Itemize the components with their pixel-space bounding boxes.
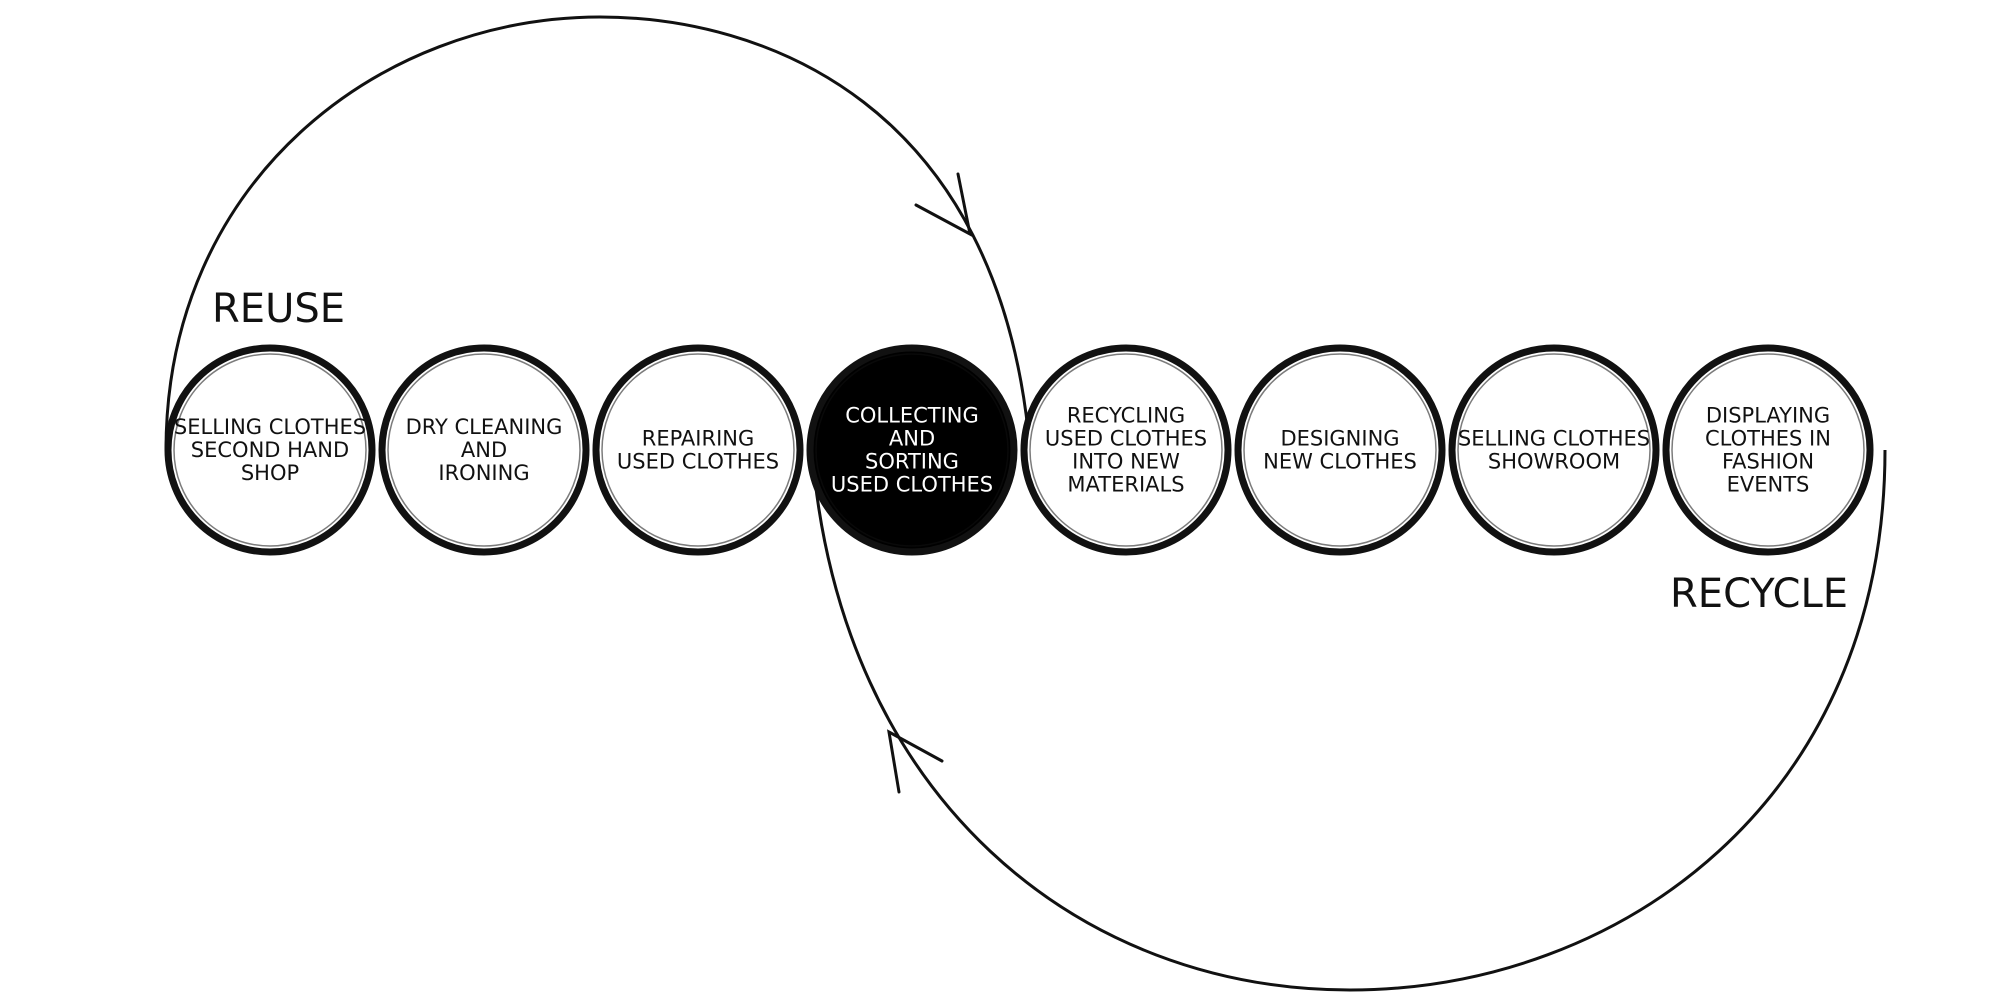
reuse-arrow-icon: [914, 172, 973, 237]
recycle-arrow-icon: [887, 729, 944, 794]
node-label-line: CLOTHES IN: [1705, 427, 1831, 451]
node-label-line: USED CLOTHES: [1045, 427, 1207, 451]
node-label-line: DISPLAYING: [1706, 404, 1830, 428]
node-label-line: SHOP: [241, 461, 299, 485]
node-label-line: NEW CLOTHES: [1263, 450, 1417, 474]
node-circle: [1234, 344, 1446, 556]
node-circle: [806, 344, 1018, 556]
node-label-line: AND: [889, 427, 935, 451]
node-circle: [1662, 344, 1874, 556]
node-label-line: SECOND HAND: [191, 438, 349, 462]
node-label-line: MATERIALS: [1067, 473, 1184, 497]
node-circle-inner-ring: [387, 353, 581, 547]
reuse-loop-arc: [164, 15, 1032, 451]
node-label-line: RECYCLING: [1067, 404, 1185, 428]
node-circle: [378, 344, 590, 556]
node-label-line: SORTING: [865, 450, 959, 474]
node-label-line: SELLING CLOTHES: [174, 415, 366, 439]
recycle-label: RECYCLE: [1670, 571, 1848, 617]
node-circle: [1448, 344, 1660, 556]
node-circle-inner-ring: [1029, 353, 1223, 547]
node-circle: [592, 344, 804, 556]
node-label-line: USED CLOTHES: [617, 450, 779, 474]
node-label-line: REPAIRING: [642, 427, 755, 451]
node-circle-inner-ring: [1243, 353, 1437, 547]
node-circle: [164, 344, 376, 556]
reuse-label: REUSE: [212, 286, 345, 332]
node-label-line: SHOWROOM: [1488, 450, 1620, 474]
node-label-line: COLLECTING: [845, 404, 979, 428]
node-label-line: EVENTS: [1727, 473, 1810, 497]
node-label-line: DRY CLEANING: [406, 415, 563, 439]
node-label-line: AND: [461, 438, 507, 462]
node-label-line: DESIGNING: [1280, 427, 1399, 451]
node-circle-inner-ring: [173, 353, 367, 547]
node-circle-inner-ring: [601, 353, 795, 547]
node-label-line: FASHION: [1722, 450, 1814, 474]
node-label-line: USED CLOTHES: [831, 473, 993, 497]
node-label-line: SELLING CLOTHES: [1458, 427, 1650, 451]
node-label-line: INTO NEW: [1072, 450, 1180, 474]
node-circle-inner-ring: [815, 353, 1009, 547]
node-circle: [1020, 344, 1232, 556]
node-label-line: IRONING: [438, 461, 529, 485]
node-circle-inner-ring: [1457, 353, 1651, 547]
node-circle-inner-ring: [1671, 353, 1865, 547]
